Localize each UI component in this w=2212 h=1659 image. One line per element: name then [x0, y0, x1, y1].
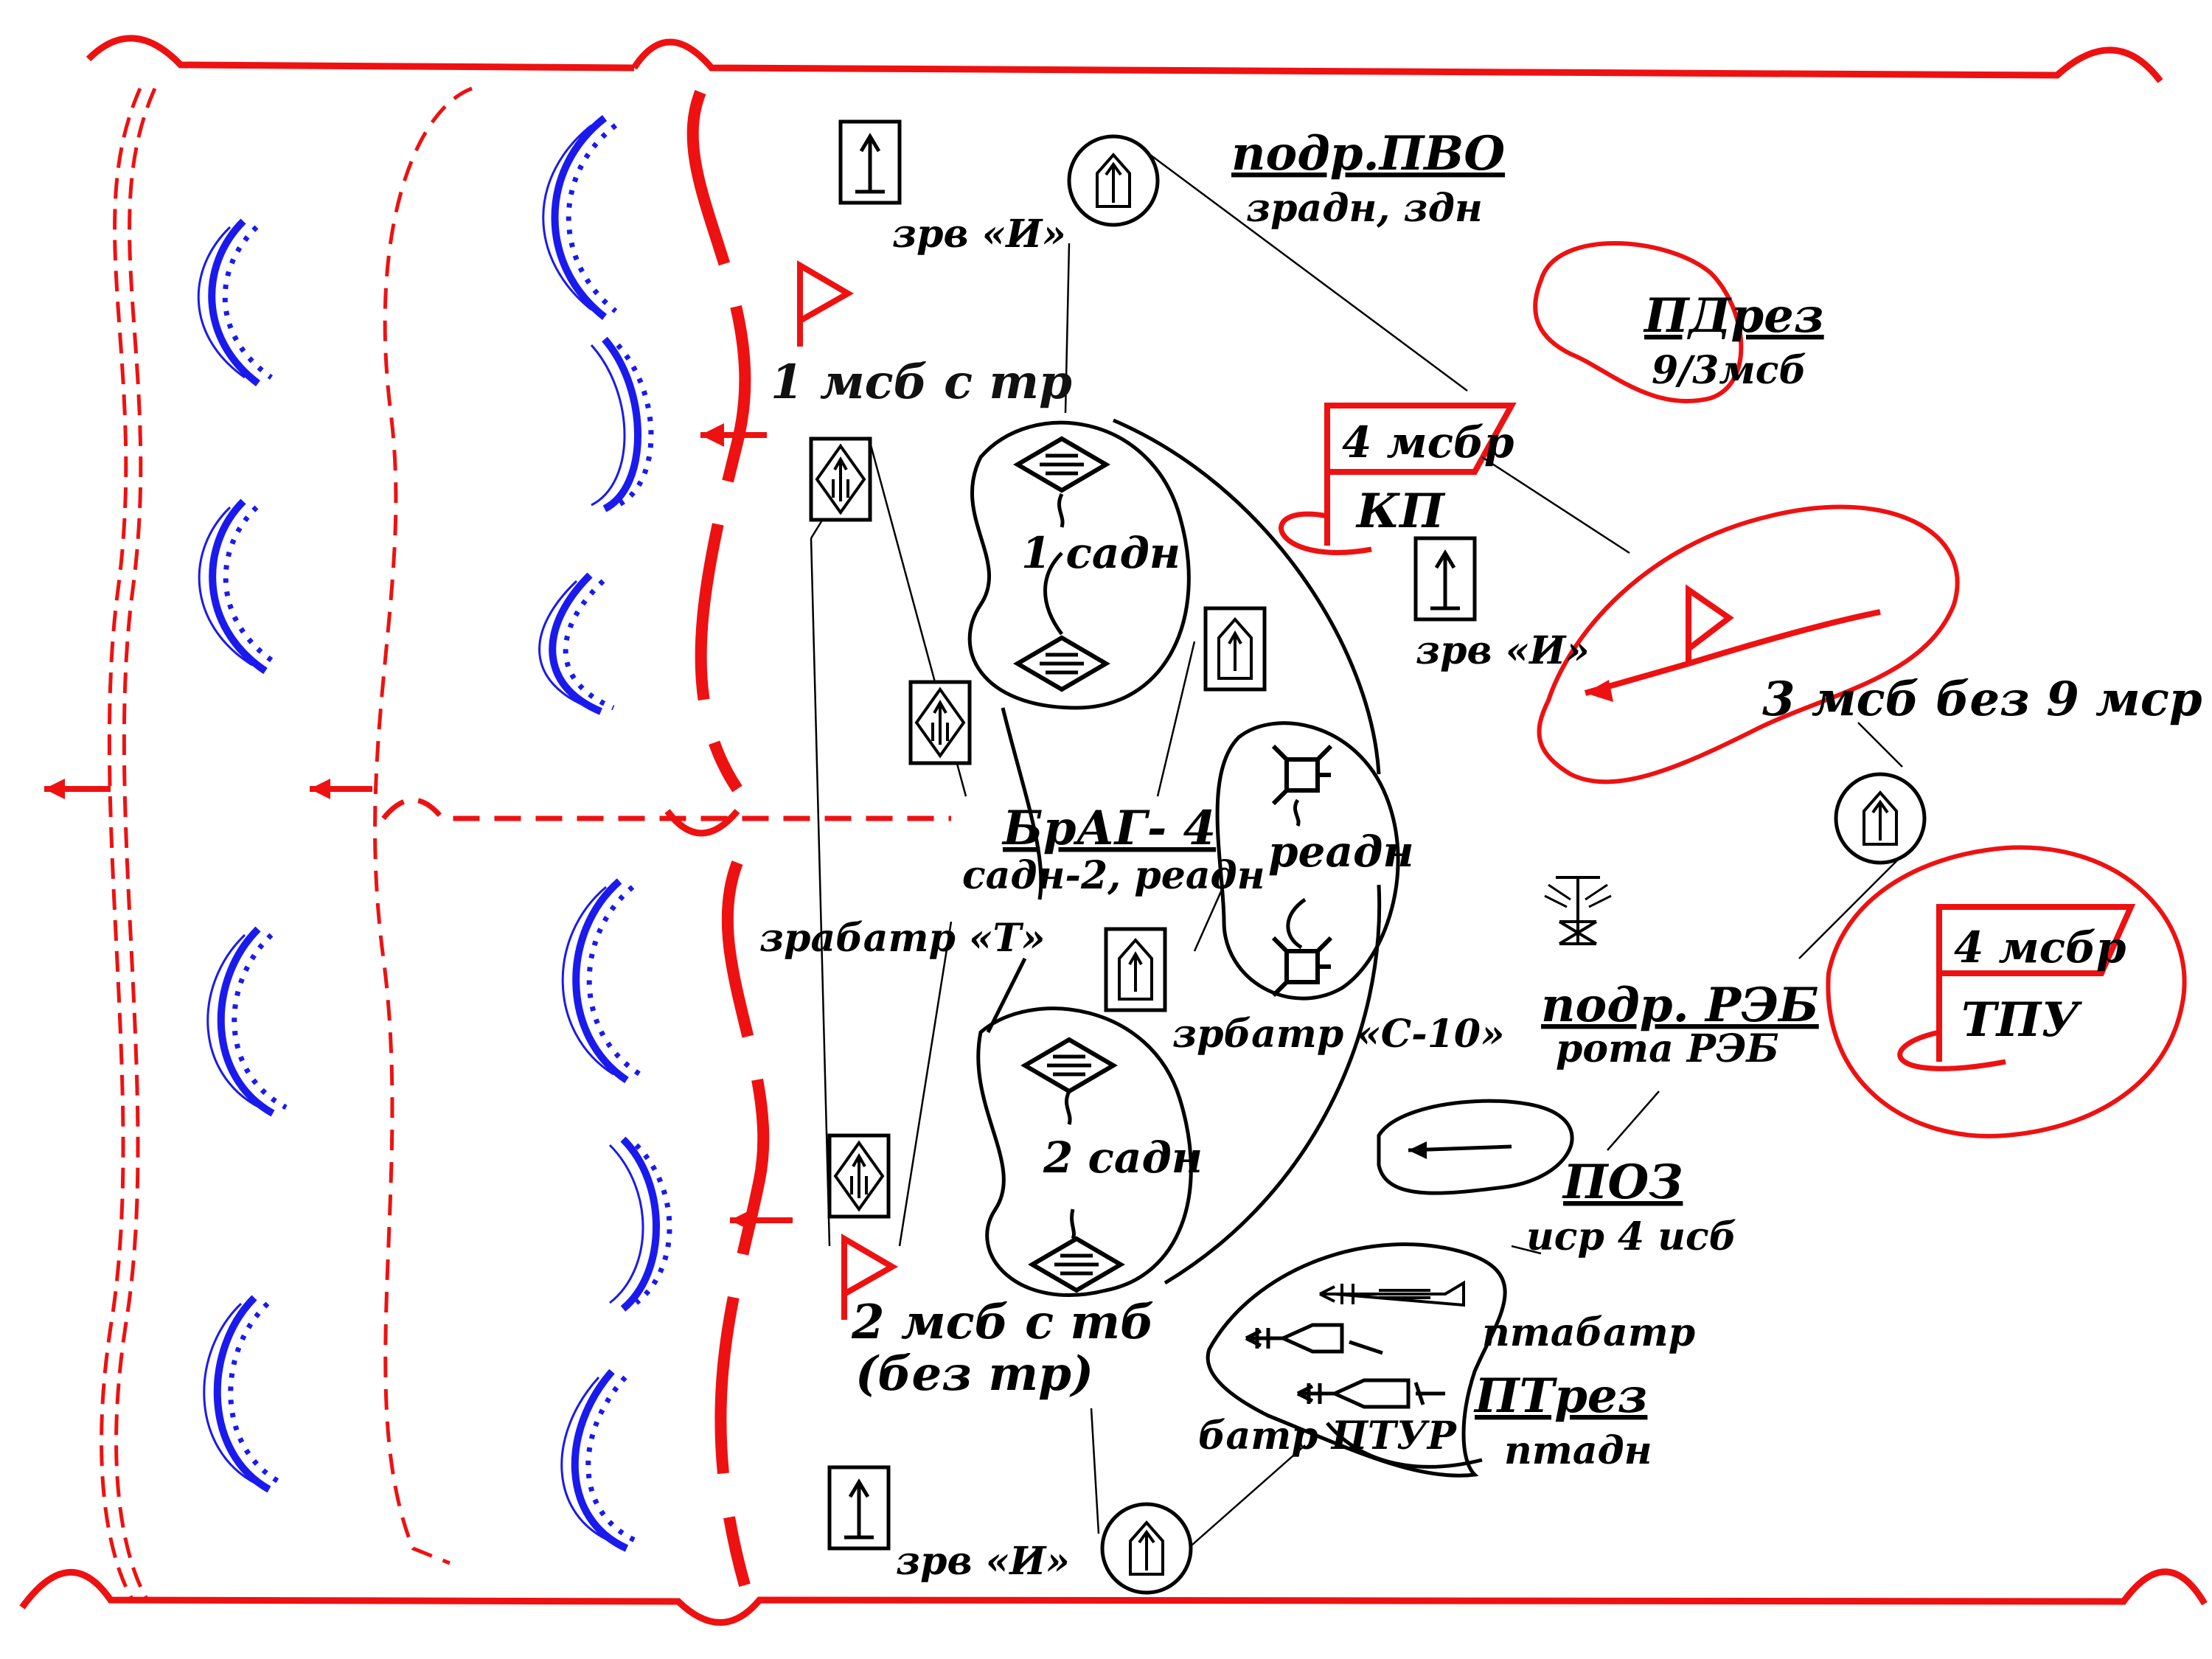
artillery-areas	[967, 418, 1400, 1297]
label-msb3: 3 мсб без 9 мср	[1762, 672, 2202, 727]
label-podr-pvo: подр.ПВО	[1231, 126, 1505, 181]
at-area	[1206, 1242, 1507, 1478]
label-msbr-kp: 4 мсбр	[1342, 417, 1514, 467]
howitzer-icon	[1013, 436, 1110, 493]
mlrs-icon	[1271, 936, 1333, 998]
at-gun-icon	[1319, 1280, 1465, 1307]
label-msb1: 1 мсб с тр	[771, 355, 1072, 410]
enemy-arc	[590, 336, 654, 512]
label-msb2-line1: 2 мсб с тб	[851, 1295, 1154, 1350]
engineer-area	[1377, 1099, 1574, 1195]
ew-antenna-icon	[1544, 876, 1612, 945]
label-msbr-tpu: 4 мсбр	[1954, 922, 2126, 973]
sam-battery-icon	[908, 680, 972, 765]
enemy-arc	[198, 498, 280, 675]
sam-battery-icon	[827, 1133, 891, 1219]
label-brag-sub: садн-2, реадн	[962, 853, 1265, 898]
label-rota-reb: рота РЭБ	[1556, 1026, 1779, 1071]
connector-lines	[810, 153, 1903, 1557]
circled-sam-icon	[1067, 134, 1160, 227]
sam-s10-icon	[1104, 927, 1167, 1012]
atgm-icon	[1296, 1378, 1445, 1409]
label-podr-reb: подр. РЭБ	[1541, 978, 1819, 1033]
label-isr: иср 4 исб	[1526, 1214, 1736, 1259]
sam-s10-icon	[1203, 606, 1267, 692]
label-tpu: ТПУ	[1961, 992, 2082, 1048]
label-zradn-zdn: зрадн, здн	[1246, 186, 1483, 231]
enemy-arc	[542, 115, 618, 320]
label-msb9-3: 9/3мсб	[1652, 348, 1806, 393]
label-brag: БрАГ- 4	[1001, 801, 1216, 856]
label-ptabatr: птабатр	[1482, 1310, 1695, 1355]
label-sadn1: 1 садн	[1021, 528, 1180, 578]
enemy-arc	[560, 1368, 641, 1552]
label-pdrez: ПДрез	[1643, 288, 1824, 344]
label-zrbatr-s10: зрбатр «С-10»	[1172, 1012, 1505, 1057]
flag-msb2	[841, 1234, 899, 1320]
circled-sam-icon	[1100, 1502, 1193, 1595]
howitzer-links	[1043, 493, 1076, 1240]
tpu-flag	[1897, 904, 2136, 1071]
sam-launcher-icon	[838, 119, 902, 205]
label-ptrez: ПТрез	[1473, 1368, 1647, 1424]
label-zrv-mid: зрв «И»	[1416, 628, 1590, 673]
enemy-arc	[561, 878, 641, 1084]
howitzer-icon	[1020, 1037, 1118, 1094]
label-sadn2: 2 садн	[1043, 1133, 1203, 1183]
howitzer-icon	[1013, 635, 1110, 692]
circled-sam-icon	[1834, 772, 1927, 865]
reserve-areas	[1533, 241, 2187, 1138]
flag-msb1	[797, 260, 855, 347]
label-zrv-top: зрв «И»	[892, 212, 1066, 257]
enemy-arc	[538, 572, 615, 715]
sam-launcher-icon	[827, 1465, 891, 1551]
sam-launcher-icon	[1413, 536, 1477, 622]
sam-battery-icon	[809, 437, 872, 522]
flag-msb3	[1584, 584, 1881, 702]
enemy-arc	[197, 218, 274, 386]
boundary-lines	[19, 35, 2208, 1626]
enemy-arc	[203, 1295, 284, 1493]
label-ptadn: птадн	[1504, 1428, 1652, 1473]
label-kp: КП	[1355, 484, 1446, 539]
label-zrabatr-t: зрабатр «Т»	[759, 916, 1046, 961]
kp-flag	[1279, 403, 1517, 555]
label-batr-ptur: батр ПТУР	[1198, 1413, 1458, 1458]
labels: зрв «И» подр.ПВО зрадн, здн 1 мсб с тр П…	[759, 126, 2202, 1584]
mlrs-links	[1286, 799, 1307, 950]
enemy-arc	[608, 1136, 672, 1312]
label-zrv-bottom: зрв «И»	[896, 1539, 1070, 1584]
label-poz: ПОЗ	[1562, 1155, 1683, 1210]
atgm-icon	[1245, 1323, 1383, 1355]
enemy-arc	[206, 926, 288, 1117]
enemy-positions	[197, 115, 672, 1552]
label-msb2-line2: (без тр)	[855, 1346, 1093, 1402]
howitzer-icon	[1028, 1236, 1125, 1293]
mlrs-icon	[1271, 744, 1333, 806]
label-readn: реадн	[1268, 827, 1414, 877]
